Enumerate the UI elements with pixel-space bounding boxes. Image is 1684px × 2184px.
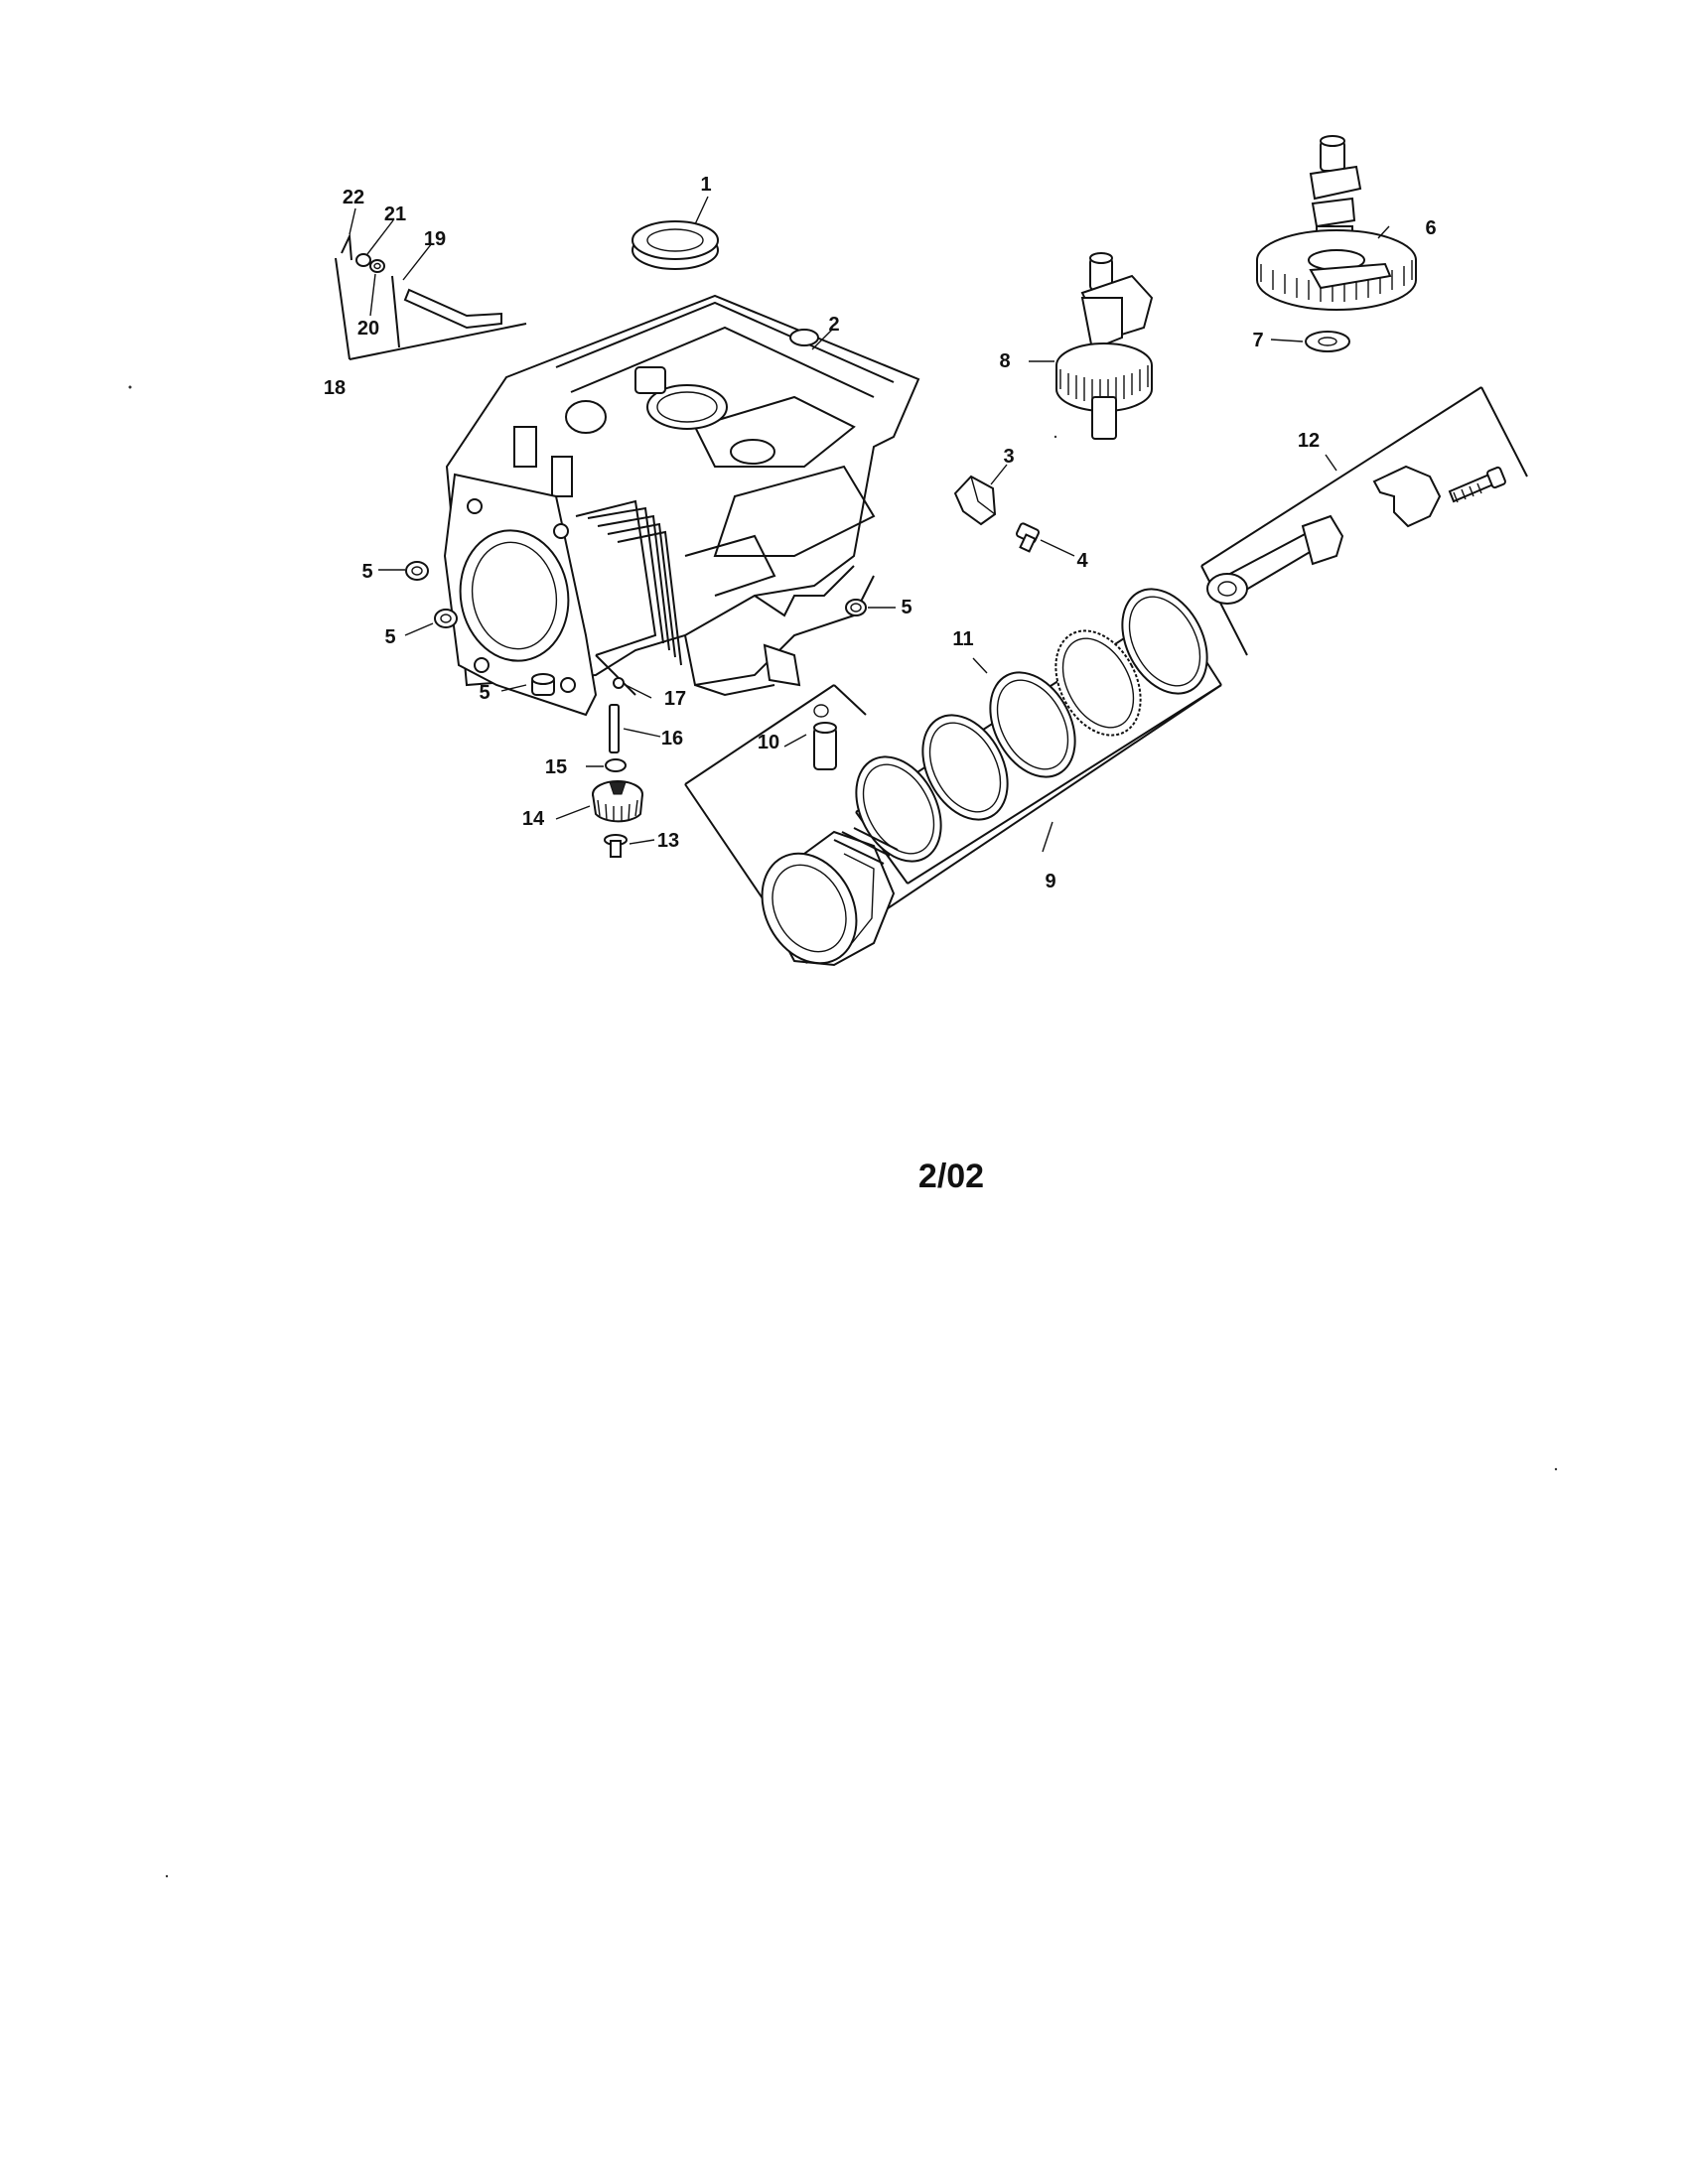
callout-18: 18 [324, 377, 346, 399]
callout-10: 10 [758, 732, 779, 753]
callout-5-a: 5 [361, 561, 372, 583]
callout-3: 3 [1003, 446, 1014, 468]
callout-19: 19 [424, 228, 446, 250]
part-22-pin [341, 232, 352, 261]
piston-ring-oil-expander [1054, 629, 1142, 737]
callout-16: 16 [661, 728, 683, 750]
callout-2: 2 [828, 314, 839, 336]
callout-4: 4 [1076, 550, 1088, 572]
part-8-crankshaft [1055, 252, 1154, 440]
part-5-dowel-c [531, 673, 555, 696]
part-20-washer [369, 259, 385, 273]
callout-7: 7 [1252, 330, 1263, 351]
callout-12: 12 [1298, 430, 1320, 452]
part-17-ball [613, 677, 625, 689]
part-14-governor-gear [592, 780, 643, 823]
leader-lines [349, 196, 1390, 853]
callout-6: 6 [1425, 217, 1436, 239]
callout-21: 21 [384, 204, 406, 225]
part-13-bolt [604, 834, 628, 858]
callout-11: 11 [952, 628, 973, 650]
callout-13: 13 [657, 830, 679, 852]
piston-ring-3 [989, 671, 1076, 778]
callout-5-c: 5 [479, 682, 490, 704]
callout-17: 17 [664, 688, 686, 710]
part-15-washer [605, 758, 627, 772]
part-16-shaft [609, 704, 620, 753]
callout-9: 9 [1045, 871, 1055, 892]
part-6-camshaft [1256, 135, 1417, 311]
callout-1: 1 [700, 174, 711, 196]
part-12-connecting-rod-kit [1200, 386, 1528, 656]
callout-20: 20 [357, 318, 379, 340]
callout-5-d: 5 [901, 597, 912, 618]
piston-ring-1 [855, 755, 942, 863]
footer-date-code: 2/02 [918, 1158, 984, 1195]
part-5-dowel-b [434, 609, 458, 628]
callout-14: 14 [522, 808, 545, 830]
callout-8: 8 [999, 350, 1010, 372]
part-2-crankcase [443, 294, 920, 717]
part-5-dowel-d [845, 599, 867, 616]
part-7-washer [1305, 331, 1350, 352]
piston-ring-oil-rail [1121, 588, 1208, 695]
part-10-piston-pin [813, 704, 837, 770]
piston [761, 827, 899, 967]
part-19-breather-tube [403, 288, 502, 330]
callout-15: 15 [545, 756, 567, 778]
part-3-bracket [953, 475, 997, 526]
piston-ring-2 [921, 714, 1009, 821]
part-21-washer [355, 253, 371, 267]
callout-5-b: 5 [384, 626, 395, 648]
scan-specks [128, 385, 1558, 1878]
part-1-oil-seal [632, 220, 719, 270]
part-4-screw [1015, 522, 1041, 553]
callout-22: 22 [343, 187, 364, 208]
part-5-dowel-a [405, 561, 429, 581]
part-18-bracket-lines [335, 257, 527, 360]
callout-labels: 1 2 3 4 5 5 5 5 6 7 8 9 10 11 12 13 14 1… [324, 174, 1437, 892]
